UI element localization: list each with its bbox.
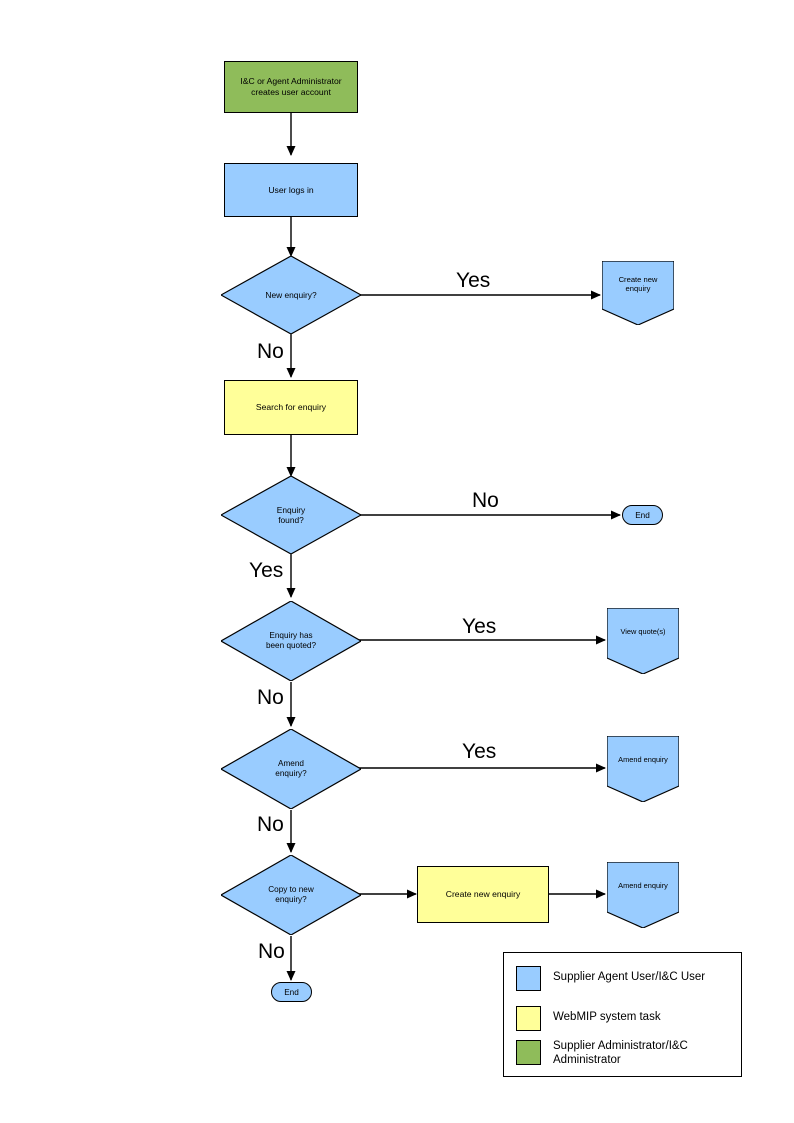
legend-swatch-supplier-agent-user: [516, 966, 541, 991]
node-user-logs-in[interactable]: User logs in: [224, 163, 358, 217]
node-user-logs-in-label: User logs in: [268, 184, 314, 195]
legend-item-0: Supplier Agent User/I&C User: [516, 966, 705, 991]
node-amend-enquiry-action-2[interactable]: Amend enquiry: [607, 862, 679, 928]
diamond-shape-icon: [221, 855, 361, 935]
legend-swatch-webmip-system-task: [516, 1006, 541, 1031]
legend-label-supplier-agent-user: Supplier Agent User/I&C User: [553, 971, 706, 983]
node-enquiry-quoted-decision-label: Enquiry has been quoted?: [265, 631, 317, 650]
edge-label-enquiry-quoted-yes: Yes: [462, 615, 497, 638]
node-amend-enquiry-action-2-label: Amend enquiry: [618, 881, 668, 891]
node-copy-to-new-enquiry-decision-label: Copy to new enquiry?: [268, 885, 314, 904]
diamond-shape-icon: [221, 601, 361, 681]
node-new-enquiry-decision[interactable]: New enquiry?: [221, 256, 361, 334]
edge-label-amend-enquiry-no: No: [257, 813, 284, 836]
edge-label-enquiry-found-no: No: [472, 489, 499, 512]
diamond-shape-icon: [221, 256, 361, 334]
diamond-shape-icon: [221, 476, 361, 554]
node-amend-enquiry-decision-label: Amend enquiry?: [275, 759, 307, 778]
legend-item-2: Supplier Administrator/I&C Administrator: [516, 1040, 688, 1067]
node-create-new-enquiry-bottom-label: Create new enquiry: [445, 889, 521, 900]
node-end-top[interactable]: End: [622, 505, 663, 525]
node-enquiry-found-decision-label: Enquiry found?: [276, 504, 306, 525]
node-enquiry-found-decision[interactable]: Enquiry found?: [221, 476, 361, 554]
edge-label-amend-enquiry-yes: Yes: [462, 740, 497, 763]
node-end-bottom-label: End: [284, 987, 299, 997]
node-create-new-enquiry-top[interactable]: Create new enquiry: [602, 261, 674, 325]
legend-item-1: WebMIP system task: [516, 1006, 661, 1031]
pentagon-shape-icon: [602, 261, 674, 325]
pentagon-shape-icon: [607, 608, 679, 674]
node-admin-creates-account[interactable]: I&C or Agent Administrator creates user …: [224, 61, 358, 113]
diamond-shape-icon: [221, 729, 361, 809]
node-amend-enquiry-decision[interactable]: Amend enquiry?: [221, 729, 361, 809]
legend-box: Supplier Agent User/I&C User WebMIP syst…: [503, 952, 742, 1077]
legend-swatch-supplier-administrator: [516, 1040, 541, 1065]
edge-label-copy-to-new-no: No: [258, 940, 285, 963]
node-view-quotes-label: View quote(s): [620, 627, 666, 637]
edge-label-new-enquiry-yes: Yes: [456, 269, 491, 292]
edge-label-new-enquiry-no: No: [257, 340, 284, 363]
node-search-for-enquiry[interactable]: Search for enquiry: [224, 380, 358, 435]
legend-label-supplier-administrator: Supplier Administrator/I&C Administrator: [553, 1040, 688, 1066]
node-enquiry-quoted-decision[interactable]: Enquiry has been quoted?: [221, 601, 361, 681]
edge-label-enquiry-quoted-no: No: [257, 686, 284, 709]
node-create-new-enquiry-bottom[interactable]: Create new enquiry: [417, 866, 549, 923]
edge-label-enquiry-found-yes: Yes: [249, 559, 284, 582]
legend-label-webmip-system-task: WebMIP system task: [553, 1011, 661, 1023]
node-create-new-enquiry-top-label: Create new enquiry: [618, 274, 658, 294]
node-search-for-enquiry-label: Search for enquiry: [255, 402, 327, 413]
node-copy-to-new-enquiry-decision[interactable]: Copy to new enquiry?: [221, 855, 361, 935]
node-admin-creates-account-label: I&C or Agent Administrator creates user …: [240, 76, 342, 97]
node-view-quotes[interactable]: View quote(s): [607, 608, 679, 674]
node-amend-enquiry-action-label: Amend enquiry: [618, 755, 668, 765]
node-new-enquiry-decision-label: New enquiry?: [265, 289, 317, 300]
pentagon-shape-icon: [607, 862, 679, 928]
node-amend-enquiry-action[interactable]: Amend enquiry: [607, 736, 679, 802]
node-end-top-label: End: [635, 510, 650, 520]
pentagon-shape-icon: [607, 736, 679, 802]
node-end-bottom[interactable]: End: [271, 982, 312, 1002]
